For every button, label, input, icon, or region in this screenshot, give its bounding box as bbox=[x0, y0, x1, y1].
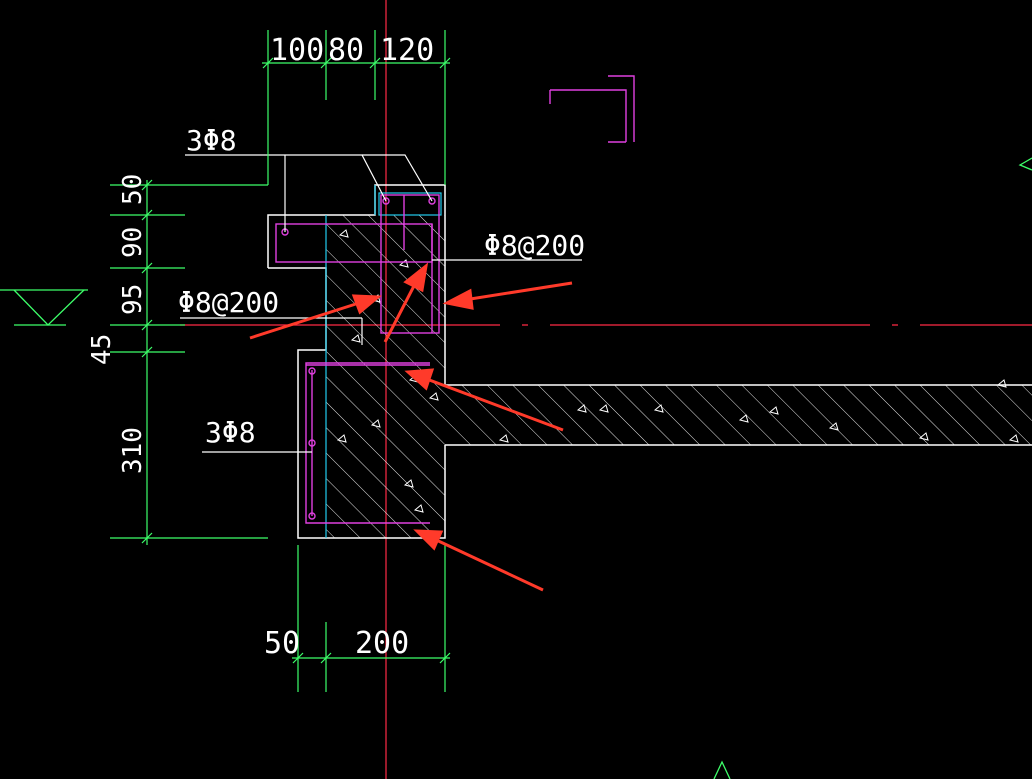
rebar-dot bbox=[308, 367, 316, 375]
rebar-dot bbox=[428, 197, 436, 205]
elevation-triangle-icon bbox=[0, 289, 88, 326]
floor-slab bbox=[445, 384, 1032, 446]
label-upper-stirrup: Φ8@200 bbox=[484, 229, 585, 262]
rebar bbox=[275, 194, 440, 524]
dim-top-80: 80 bbox=[328, 33, 364, 68]
rebar-dot bbox=[308, 439, 316, 447]
red-arrow-icon bbox=[383, 262, 429, 343]
dim-left-50: 50 bbox=[118, 174, 148, 205]
left-dimensions: 50 90 95 45 310 bbox=[87, 174, 148, 474]
dim-left-95: 95 bbox=[118, 284, 148, 315]
column-outline bbox=[325, 185, 442, 538]
dim-bottom-50: 50 bbox=[264, 626, 300, 661]
edge-beam bbox=[326, 363, 445, 538]
upper-stirrup bbox=[380, 194, 440, 334]
rebar-labels: 3Φ8 Φ8@200 Φ8@200 3Φ8 bbox=[178, 124, 585, 449]
red-arrow-icon bbox=[404, 368, 564, 432]
dimension-lines bbox=[110, 30, 451, 692]
beam-stirrup bbox=[305, 362, 430, 524]
label-left-stirrup: Φ8@200 bbox=[178, 286, 279, 319]
dim-top-120: 120 bbox=[380, 33, 434, 68]
dim-top-100: 100 bbox=[270, 33, 324, 68]
rebar-dot bbox=[308, 512, 316, 520]
dim-left-90: 90 bbox=[118, 227, 148, 258]
label-beam-longitudinal: 3Φ8 bbox=[205, 416, 256, 449]
red-arrow-icon bbox=[442, 281, 573, 310]
partial-rebar-detail bbox=[549, 75, 635, 143]
annotation-arrows bbox=[249, 262, 573, 592]
dim-left-45: 45 bbox=[87, 334, 117, 365]
rebar-dot bbox=[382, 197, 390, 205]
dim-left-310: 310 bbox=[118, 427, 148, 474]
bottom-dimensions: 50 200 bbox=[264, 626, 409, 661]
red-arrow-icon bbox=[249, 294, 382, 340]
dim-bottom-200: 200 bbox=[355, 626, 409, 661]
red-arrow-icon bbox=[413, 529, 544, 592]
edge-marker-icon bbox=[713, 157, 1032, 779]
top-dimensions: 100 80 120 bbox=[270, 33, 434, 68]
leader-lines bbox=[180, 154, 582, 453]
label-top-longitudinal: 3Φ8 bbox=[186, 124, 237, 157]
